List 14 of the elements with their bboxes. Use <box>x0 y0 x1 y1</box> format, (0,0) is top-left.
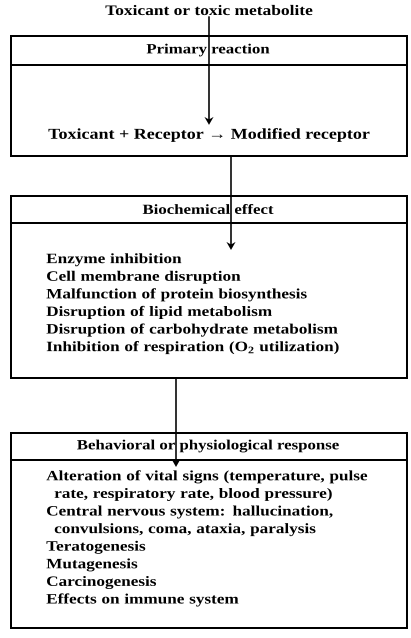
list-item: Central nervous system: hallucination, convulsions, coma, ataxia, paralysis <box>47 506 332 536</box>
list-item: Effects on immune system <box>46 593 238 607</box>
list-item: Mutagenesis <box>46 558 138 572</box>
list-item: Disruption of lipid metabolism <box>46 306 272 319</box>
input-label: Toxicant or toxic metabolite <box>105 4 312 16</box>
list-item: Disruption of carbohydrate metabolism <box>46 323 338 337</box>
reaction-text: Toxicant + Receptor → Modified receptor <box>48 128 370 142</box>
list-item: Alteration of vital signs (temperature, pulse rate, respiratory rate, blood pressure) <box>46 470 368 501</box>
list-item: Cell membrane disruption <box>47 270 240 284</box>
list-item: Inhibition of respiration (O$_{2}$ utilization) <box>46 341 339 354</box>
list-item: Enzyme inhibition <box>46 253 182 266</box>
list-item: Teratogenesis <box>46 540 146 554</box>
list-item: Malfunction of protein biosynthesis <box>46 288 307 302</box>
list-item: Carcinogenesis <box>47 576 156 590</box>
